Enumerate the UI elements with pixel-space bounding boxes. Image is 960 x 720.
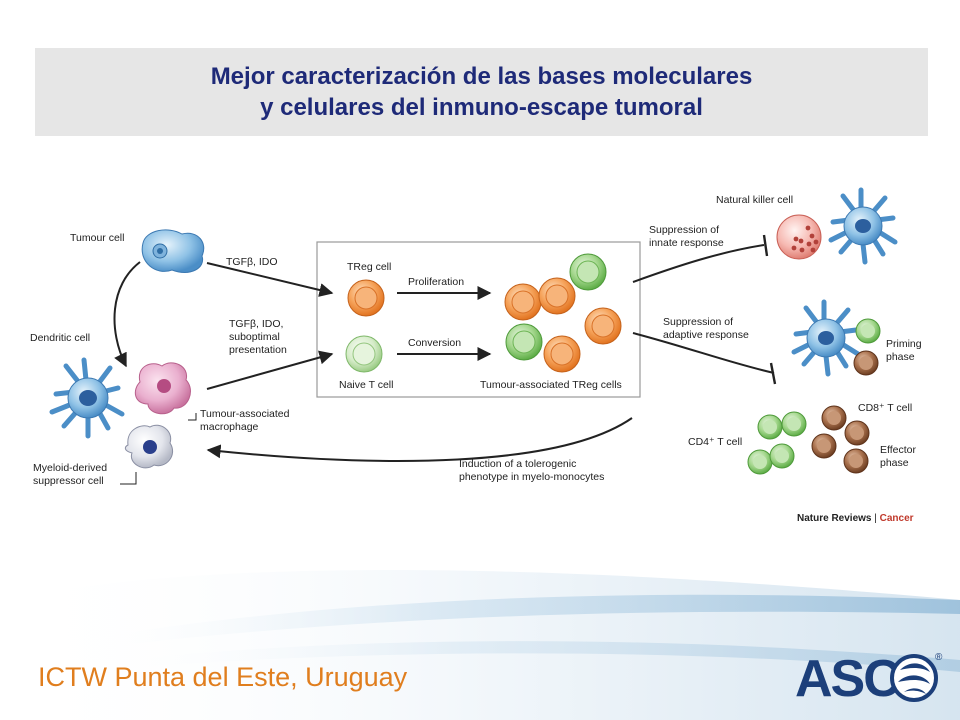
naive-t-cell <box>345 335 383 373</box>
arrow-apc-to-naive <box>206 350 334 390</box>
cluster-cell-green <box>569 253 607 291</box>
cluster-cell-orange <box>504 283 542 321</box>
inhibit-adaptive-bar <box>769 362 777 385</box>
label-tumour-associated-treg: Tumour-associated TReg cells <box>480 379 622 391</box>
dendritic-cell <box>49 357 125 439</box>
label-tgf-ido-2-line1: TGFβ, IDO, <box>229 318 283 330</box>
label-cd4: CD4⁺ T cell <box>688 436 742 448</box>
label-conversion: Conversion <box>408 337 461 349</box>
label-adaptive-line2: adaptive response <box>663 329 749 341</box>
footer-event-label: ICTW Punta del Este, Uruguay <box>38 662 408 692</box>
background-swoosh <box>0 570 960 720</box>
priming-t-cells <box>853 318 881 376</box>
cd8-t-cells <box>811 405 870 474</box>
label-induction-line1: Induction of a tolerogenic <box>459 458 576 470</box>
label-cd8: CD8⁺ T cell <box>858 402 912 414</box>
label-proliferation: Proliferation <box>408 276 464 288</box>
slide-title-box: Mejor caracterización de las bases molec… <box>35 48 928 136</box>
cluster-cell-orange <box>543 335 581 373</box>
dendritic-cell-priming <box>791 299 861 377</box>
slide-title-line-1: Mejor caracterización de las bases molec… <box>210 63 753 90</box>
credit-journal: Nature Reviews <box>797 513 872 524</box>
label-nk-cell: Natural killer cell <box>716 194 793 206</box>
label-tgf-ido-2-line3: presentation <box>229 344 287 356</box>
inhibit-innate <box>632 244 765 283</box>
nk-cell <box>776 214 822 260</box>
asco-globe-icon <box>890 654 938 702</box>
cd4-t-cells <box>747 411 807 475</box>
asco-logo: ASC ® <box>795 650 943 708</box>
asco-logo-text: ASC <box>795 650 900 708</box>
arrow-tumour-to-dc <box>113 261 141 368</box>
asco-registered-mark: ® <box>935 652 943 663</box>
label-induction-line2: phenotype in myelo-monocytes <box>459 471 604 483</box>
label-adaptive-line1: Suppression of <box>663 316 733 328</box>
arrow-induction <box>206 417 633 462</box>
slide-title-line-2: y celulares del inmuno-escape tumoral <box>260 94 703 121</box>
cluster-cell-green <box>505 323 543 361</box>
inhibit-innate-bar <box>762 234 769 257</box>
connector-macrophage <box>188 413 197 421</box>
label-treg-cell: TReg cell <box>347 261 391 273</box>
cluster-cell-orange <box>584 307 622 345</box>
dendritic-cell-top-right <box>828 187 898 265</box>
label-tam-line2: macrophage <box>200 421 259 433</box>
macrophage-cell <box>134 362 191 415</box>
label-priming-line1: Priming <box>886 338 922 350</box>
label-priming-line2: phase <box>886 351 915 363</box>
label-tgf-ido-2-line2: suboptimal <box>229 331 280 343</box>
credit-separator: | <box>871 513 879 524</box>
connector-mdsc <box>120 472 137 485</box>
cluster-cell-orange <box>538 277 576 315</box>
figure-credit: Nature Reviews | Cancer <box>797 513 914 524</box>
label-effector-line1: Effector <box>880 444 916 456</box>
label-innate-line1: Suppression of <box>649 224 719 236</box>
tumour-cell <box>141 229 205 273</box>
inhibit-adaptive <box>632 332 775 374</box>
label-tumour-cell: Tumour cell <box>70 232 124 244</box>
label-dendritic-cell: Dendritic cell <box>30 332 90 344</box>
mdsc-cell <box>124 424 174 469</box>
label-effector-line2: phase <box>880 457 909 469</box>
label-mdsc-line2: suppressor cell <box>33 475 104 487</box>
treg-cell <box>347 279 385 317</box>
label-tam-line1: Tumour-associated <box>200 408 290 420</box>
treg-cluster <box>504 253 622 373</box>
label-tgf-ido: TGFβ, IDO <box>226 256 278 268</box>
label-naive-t-cell: Naive T cell <box>339 379 393 391</box>
credit-section: Cancer <box>880 513 914 524</box>
arrows <box>113 234 777 485</box>
label-innate-line2: innate response <box>649 237 724 249</box>
label-mdsc-line1: Myeloid-derived <box>33 462 107 474</box>
arrow-tumour-to-treg <box>206 262 334 297</box>
